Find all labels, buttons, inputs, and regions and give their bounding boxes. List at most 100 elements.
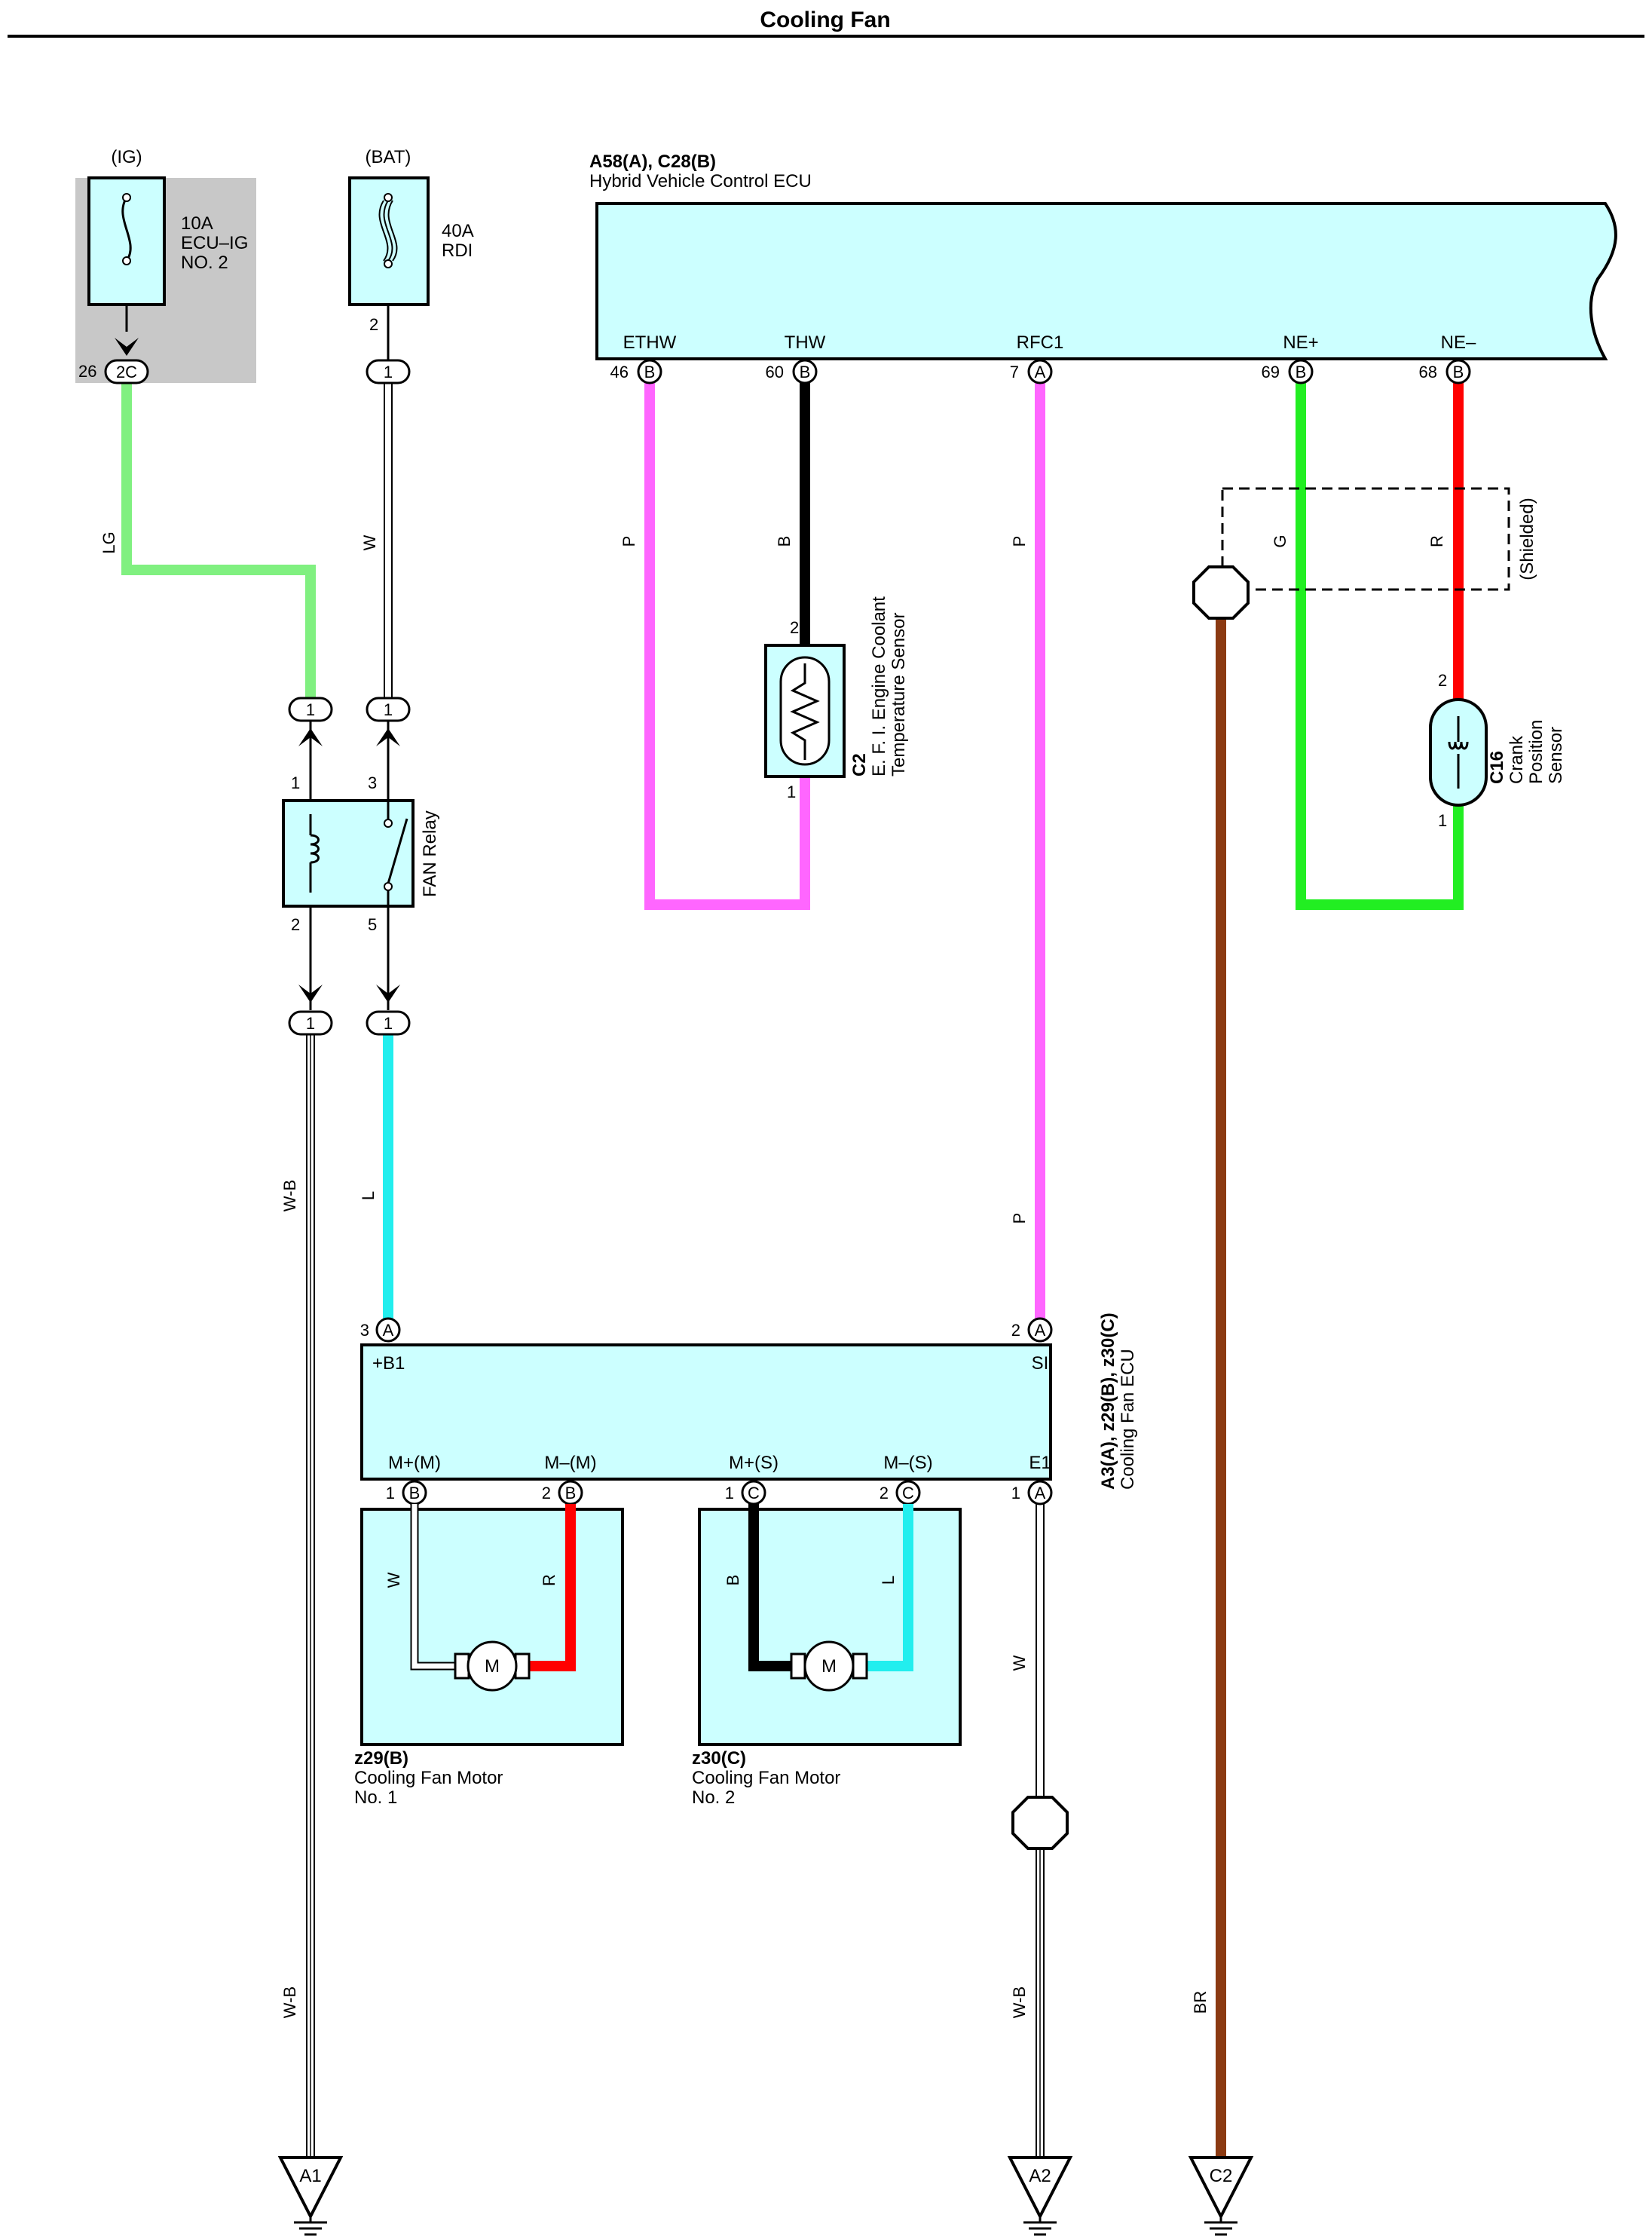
fan-ecu-terminal-name: E1	[1029, 1453, 1051, 1473]
fuse-source: (BAT)	[366, 147, 411, 167]
fuse-connector-pin: 1	[384, 363, 393, 381]
ground-a2: A2	[1007, 2156, 1073, 2236]
ecu-pin-conn: A	[1035, 363, 1046, 381]
hybrid-vehicle-control-ecu: A58(A), C28(B) Hybrid Vehicle Control EC…	[589, 152, 1617, 384]
sensor-pin-top: 2	[790, 618, 799, 637]
motor-name-line1: Cooling Fan Motor	[354, 1768, 503, 1788]
ecu-pin-conn: B	[800, 363, 811, 381]
fan-ecu-terminal-name: M–(M)	[544, 1453, 596, 1473]
connector-arrow-icon	[376, 985, 400, 1003]
fan-ecu-terminal-name: M–(S)	[883, 1453, 932, 1473]
motor-name-line2: No. 2	[692, 1787, 735, 1808]
relay-pin-1: 1	[291, 773, 300, 792]
fuse-name-line1: ECU–IG	[181, 233, 248, 253]
ecu-name: Hybrid Vehicle Control ECU	[589, 171, 812, 191]
ground-label: A2	[1029, 2166, 1051, 2186]
fuse-pin-left: 26	[78, 362, 96, 381]
sensor-name-line1: Crank	[1507, 735, 1527, 784]
motor-box	[360, 1508, 624, 1746]
motor-wire-b	[748, 1504, 791, 1671]
wire-code-label: LG	[99, 531, 118, 553]
ground-point-icon	[277, 2156, 344, 2220]
relay-junction-top: 1	[306, 700, 315, 719]
fan-ecu-pin-conn: A	[1035, 1484, 1046, 1502]
shield-ground-junction	[1192, 565, 1250, 620]
ecu-pin-number: 46	[610, 363, 629, 381]
motor-box	[698, 1508, 962, 1746]
ecu-terminal-name: NE–	[1441, 332, 1476, 353]
fan-ecu-pin-conn: A	[383, 1321, 394, 1340]
page-title: Cooling Fan	[760, 8, 890, 32]
sensor-code: C16	[1487, 751, 1507, 784]
ecu-pin-conn: B	[1296, 363, 1307, 381]
motor-symbol: M	[485, 1656, 500, 1677]
fuse-source: (IG)	[111, 147, 142, 167]
motor-name-line1: Cooling Fan Motor	[692, 1768, 840, 1788]
cooling-fan-motor-2: M z30(C) Cooling Fan Motor No. 2	[692, 1504, 962, 1808]
sensor-name-line3: Sensor	[1546, 727, 1566, 784]
fan-ecu-code: A3(A), z29(B), z30(C)	[1098, 1312, 1118, 1490]
wire-code-label: W	[384, 1572, 403, 1588]
wire-code-label: W-B	[280, 1986, 299, 2018]
ground-c2: C2	[1188, 2156, 1254, 2236]
fan-ecu-terminal-name: M+(S)	[729, 1453, 779, 1473]
fan-ecu-pin-conn: A	[1035, 1321, 1046, 1340]
fuse-icon	[121, 197, 132, 262]
pin-circle	[375, 1317, 401, 1343]
wire-code-label: L	[359, 1191, 378, 1200]
relay-junction-bottom: 1	[384, 1014, 393, 1033]
fan-ecu-pin-number: 2	[542, 1484, 551, 1502]
fan-ecu-name: Cooling Fan ECU	[1118, 1349, 1138, 1490]
connector-arrow-icon	[115, 338, 139, 356]
motor-brush-icon	[514, 1652, 531, 1680]
fan-ecu-terminal-name: M+(M)	[388, 1453, 441, 1473]
wire-code-label: R	[1427, 535, 1446, 547]
fuse-terminal-icon	[122, 193, 131, 202]
fuse-name-line1: RDI	[442, 240, 473, 261]
fan-ecu-pin-conn: C	[902, 1484, 914, 1502]
shield: (Shielded)	[1192, 487, 1537, 620]
fan-ecu-pin-number: 1	[1011, 1484, 1020, 1502]
ground-point-icon	[1007, 2156, 1073, 2220]
wire-g	[1296, 381, 1464, 910]
connector-arrow-icon	[298, 985, 323, 1003]
fan-ecu-terminal-name: +B1	[372, 1353, 405, 1374]
pin-circle	[1027, 1480, 1053, 1505]
ecu-pin-number: 68	[1419, 363, 1437, 381]
wire-code-label: P	[1010, 1213, 1029, 1224]
pin-circle	[637, 359, 662, 384]
wire-code-label: W-B	[1010, 1986, 1029, 2018]
fan-ecu-body	[360, 1343, 1052, 1481]
wire-code-label: W	[1010, 1655, 1029, 1671]
crank-position-sensor: 2 1 C16 Crank Position Sensor	[1429, 671, 1566, 830]
fan-ecu-terminal-name: SI	[1032, 1353, 1049, 1374]
fuse-terminal-icon	[122, 256, 131, 265]
ground-label: A1	[299, 2166, 321, 2186]
fuse-terminal-icon	[384, 259, 393, 268]
connector-oval	[366, 359, 411, 384]
motor-brush-icon	[790, 1652, 806, 1680]
sensor-code: C2	[849, 753, 870, 776]
fuse-rdi: (BAT) 40A RDI 2 1	[348, 147, 474, 384]
wire-code-label: B	[775, 536, 794, 547]
ecu-terminal-name: THW	[785, 332, 826, 353]
wire-code-label: BR	[1191, 1991, 1210, 2014]
connector-oval	[104, 359, 149, 384]
sensor-name-line2: Temperature Sensor	[889, 613, 909, 776]
fuse-rating: 10A	[181, 213, 213, 234]
ground-a1: A1	[277, 2156, 344, 2236]
ecu-terminal-name: NE+	[1283, 332, 1318, 353]
fan-ecu-pin-number: 2	[880, 1484, 889, 1502]
fan-ecu-pin-conn: B	[409, 1484, 421, 1502]
fan-ecu-pin-conn: C	[748, 1484, 760, 1502]
motor-wire-w-fill	[411, 1504, 455, 1669]
shield-label: (Shielded)	[1517, 498, 1537, 580]
fan-ecu-pin-number: 1	[386, 1484, 395, 1502]
relay-switch-icon	[387, 818, 408, 884]
junction-oval	[366, 1010, 411, 1036]
sensor-body	[1429, 698, 1488, 807]
pin-circle	[1446, 359, 1471, 384]
wire-code-label: L	[879, 1576, 898, 1585]
sensor-envelope	[779, 656, 831, 766]
